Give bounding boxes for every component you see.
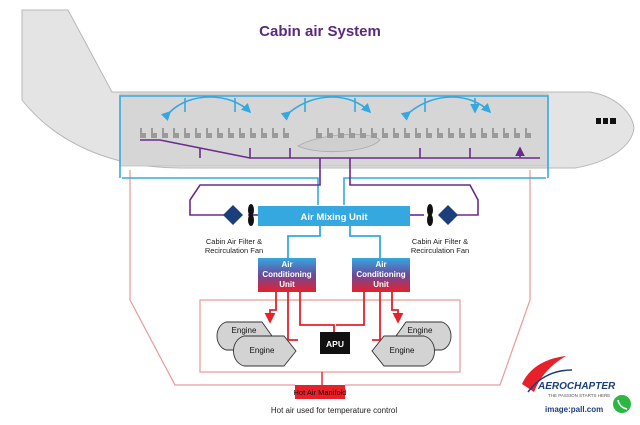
seat: [404, 128, 410, 138]
seat: [437, 128, 443, 138]
seat: [195, 128, 201, 138]
seat: [360, 128, 366, 138]
seat: [151, 128, 157, 138]
seat: [459, 128, 465, 138]
seat: [503, 128, 509, 138]
left-acu-label-line1: Air: [281, 260, 292, 269]
cabin-air-ducts: [119, 95, 549, 205]
seat: [525, 128, 531, 138]
left-filter-icon: [223, 205, 243, 225]
right-fan-icon: [427, 204, 433, 226]
seat: [393, 128, 399, 138]
seat: [140, 128, 146, 138]
seat: [338, 128, 344, 138]
engine-right-front: Engine: [371, 335, 435, 367]
seat: [426, 128, 432, 138]
apu-label: APU: [326, 339, 344, 349]
seat: [327, 128, 333, 138]
logo-text: AEROCHAPTER: [537, 381, 616, 392]
seat: [349, 128, 355, 138]
cockpit-windows: [596, 118, 616, 124]
engine-2-label: Engine: [250, 346, 275, 355]
right-filter-icon: [438, 205, 458, 225]
seat: [448, 128, 454, 138]
diagram-title: Cabin air System: [259, 23, 381, 40]
seat: [272, 128, 278, 138]
seat: [217, 128, 223, 138]
air-mixing-unit: Air Mixing Unit: [258, 206, 410, 226]
left-air-conditioning-unit: Air Conditioning Unit: [258, 258, 316, 292]
engine-1-label: Engine: [232, 326, 257, 335]
seat: [481, 128, 487, 138]
seat: [283, 128, 289, 138]
right-acu-label-line1: Air: [375, 260, 386, 269]
right-filter-label-line1: Cabin Air Filter &: [412, 237, 468, 246]
recirculation-ducts: [140, 140, 540, 216]
hot-air-manifold-label: Hot Air Manifold: [294, 388, 347, 397]
left-filter-label-line1: Cabin Air Filter &: [206, 237, 262, 246]
hot-air-manifold: Hot Air Manifold Hot air used for temper…: [271, 385, 398, 415]
left-acu-label-line3: Unit: [279, 280, 295, 289]
right-filter-label-line2: Recirculation Fan: [411, 246, 469, 255]
seat: [239, 128, 245, 138]
acu-to-mixer-lines: [287, 226, 381, 258]
seat: [173, 128, 179, 138]
seat: [250, 128, 256, 138]
left-filter-label-line2: Recirculation Fan: [205, 246, 263, 255]
left-filter-fan: Cabin Air Filter & Recirculation Fan: [205, 204, 263, 255]
seat: [228, 128, 234, 138]
right-acu-label-line3: Unit: [373, 280, 389, 289]
image-credit: image:pall.com: [545, 405, 603, 414]
seat: [184, 128, 190, 138]
seat: [382, 128, 388, 138]
left-fan-icon: [248, 204, 254, 226]
right-air-conditioning-unit: Air Conditioning Unit: [352, 258, 410, 292]
right-filter-fan: Cabin Air Filter & Recirculation Fan: [411, 204, 469, 255]
seat: [492, 128, 498, 138]
seat: [316, 128, 322, 138]
engine-left-front: Engine: [233, 335, 297, 367]
aerochapter-logo: AEROCHAPTER THE PASSION STARTS HERE: [522, 356, 616, 398]
seat: [261, 128, 267, 138]
logo-tagline: THE PASSION STARTS HERE: [548, 393, 610, 398]
whatsapp-icon[interactable]: [613, 395, 631, 413]
seat: [206, 128, 212, 138]
hot-air-caption: Hot air used for temperature control: [271, 406, 398, 415]
engine-3-label: Engine: [408, 326, 433, 335]
hot-air-loop: [129, 170, 531, 386]
seat: [470, 128, 476, 138]
passenger-seats: [140, 128, 531, 138]
seat: [415, 128, 421, 138]
left-acu-label-line2: Conditioning: [262, 270, 311, 279]
right-acu-label-line2: Conditioning: [356, 270, 405, 279]
air-mixing-unit-label: Air Mixing Unit: [300, 212, 368, 223]
seat: [162, 128, 168, 138]
engine-4-label: Engine: [390, 346, 415, 355]
apu-box: APU: [320, 332, 350, 354]
bleed-air-lines: [264, 292, 404, 341]
seat: [371, 128, 377, 138]
wing: [297, 133, 381, 153]
seat: [514, 128, 520, 138]
